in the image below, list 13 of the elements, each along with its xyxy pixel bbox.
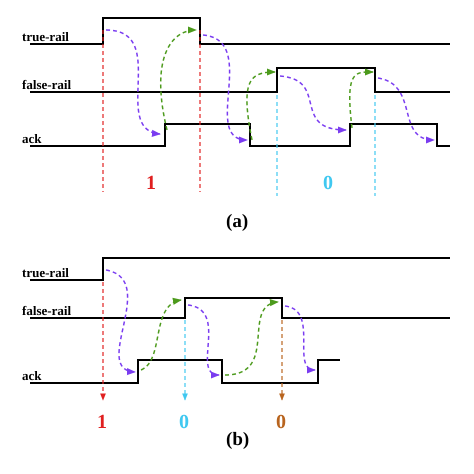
signal-label: false-rail [22, 78, 72, 91]
bit-value: 1 [146, 173, 156, 193]
panel-label: (b) [226, 430, 250, 449]
bit-value: 0 [323, 173, 333, 193]
bit-value: 1 [97, 412, 107, 432]
bit-value: 0 [276, 412, 286, 432]
signal-label: true-rail [22, 266, 69, 279]
panel-label: (a) [226, 212, 248, 231]
signal-label: ack [22, 369, 42, 382]
signal-label: false-rail [22, 304, 72, 317]
bit-value: 0 [179, 412, 189, 432]
signal-label: ack [22, 132, 42, 145]
signal-label: true-rail [22, 30, 69, 43]
